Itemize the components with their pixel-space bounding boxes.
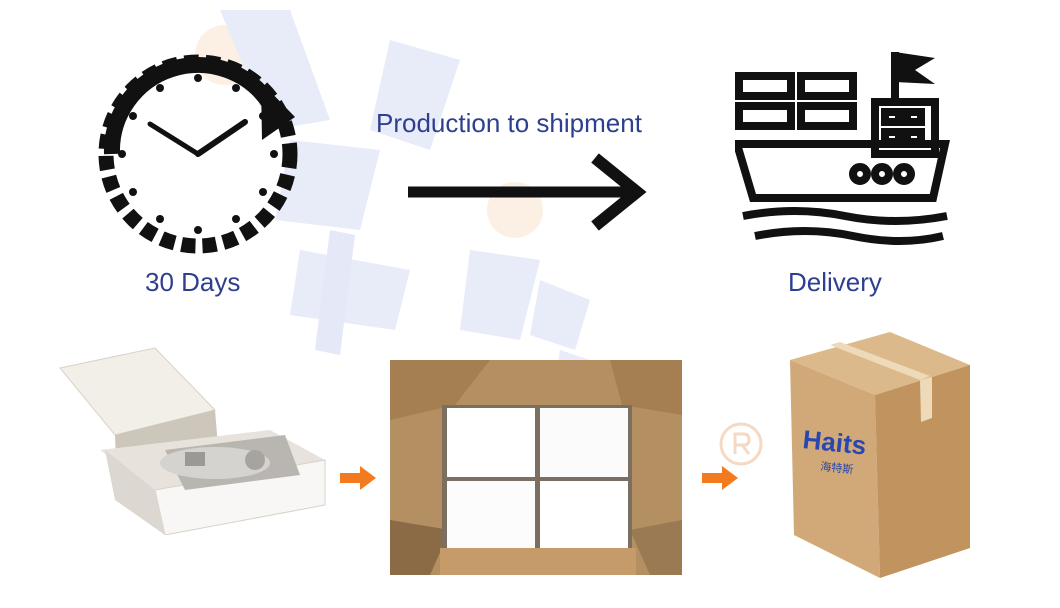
flow-label: Production to shipment bbox=[376, 108, 642, 138]
packed-inner-boxes-photo bbox=[390, 360, 682, 575]
orange-arrow-icon bbox=[702, 466, 738, 490]
carton-logo-text: Haits bbox=[801, 424, 867, 460]
arrow-right-icon bbox=[408, 153, 647, 231]
registered-mark-icon bbox=[719, 422, 763, 466]
shipping-carton-photo: Haits 海特斯 bbox=[790, 332, 970, 578]
delivery-label: Delivery bbox=[788, 267, 882, 297]
clock-icon bbox=[98, 54, 298, 254]
clock-label: 30 Days bbox=[145, 267, 241, 297]
carton-logo-subtext: 海特斯 bbox=[820, 459, 854, 476]
product-in-open-box-photo bbox=[59, 347, 326, 535]
orange-arrow-icon bbox=[340, 466, 376, 490]
cargo-ship-icon bbox=[735, 52, 950, 245]
